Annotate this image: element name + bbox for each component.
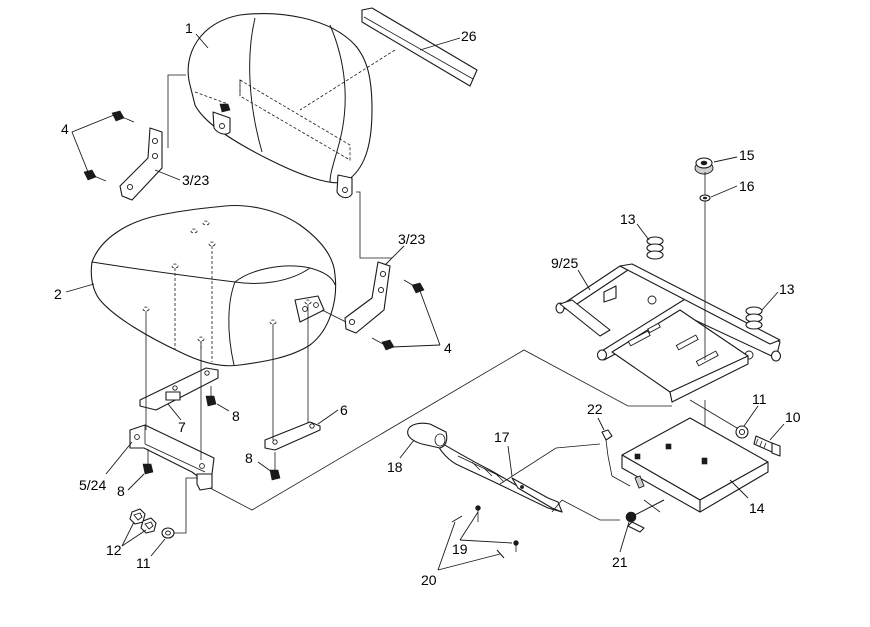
part-17-lever bbox=[435, 439, 563, 513]
part-10-bolt bbox=[753, 435, 781, 457]
part-13-spring-right bbox=[745, 306, 763, 330]
part-18-handle bbox=[407, 422, 448, 449]
part-14-base-plate bbox=[621, 417, 769, 513]
part-5-24-bracket bbox=[129, 424, 215, 491]
part-19-pins bbox=[475, 505, 519, 552]
part-4-bolts-right bbox=[371, 279, 425, 351]
part-20-clips bbox=[451, 515, 505, 559]
callout-22: 22 bbox=[587, 401, 603, 417]
part-2-seat-cushion bbox=[90, 205, 337, 367]
part-21-spring-lock bbox=[625, 475, 665, 533]
part-8-bolt-c bbox=[142, 449, 154, 475]
part-15-knob bbox=[694, 157, 714, 175]
part-8-bolt-b bbox=[269, 452, 281, 481]
part-7-bracket bbox=[139, 367, 219, 411]
callout-10: 10 bbox=[785, 409, 801, 425]
part-16-washer bbox=[699, 194, 711, 202]
part-1-backrest bbox=[187, 13, 373, 199]
callout-8-lower: 8 bbox=[117, 483, 125, 499]
part-9-25-seat-frame bbox=[555, 263, 782, 403]
callout-15: 15 bbox=[739, 147, 755, 163]
callout-21: 21 bbox=[612, 554, 628, 570]
part-3-23-bracket-left bbox=[119, 127, 163, 201]
callout-4-left: 4 bbox=[61, 121, 69, 137]
part-13-spring-left bbox=[646, 236, 664, 260]
callout-13-left: 13 bbox=[620, 211, 636, 227]
part-8-bolt-a bbox=[205, 386, 217, 407]
callout-3-23-left: 3/23 bbox=[182, 172, 209, 188]
callout-5-24: 5/24 bbox=[79, 477, 106, 493]
part-11-washer-left bbox=[161, 527, 175, 539]
callout-8-upper: 8 bbox=[232, 408, 240, 424]
callout-3-23-right: 3/23 bbox=[398, 231, 425, 247]
callout-1: 1 bbox=[185, 20, 193, 36]
callout-9-25: 9/25 bbox=[551, 255, 578, 271]
part-4-bolts-left bbox=[83, 110, 135, 182]
callout-8-middle: 8 bbox=[245, 450, 253, 466]
callout-4-right: 4 bbox=[444, 340, 452, 356]
callout-2: 2 bbox=[54, 286, 62, 302]
part-26-strip bbox=[361, 7, 478, 87]
callout-17: 17 bbox=[494, 429, 510, 445]
part-6-plate bbox=[264, 421, 321, 451]
part-3-23-bracket-right bbox=[344, 261, 391, 334]
part-11-washer-right bbox=[735, 425, 749, 439]
callout-12: 12 bbox=[106, 542, 122, 558]
callout-16: 16 bbox=[739, 178, 755, 194]
callout-13-right: 13 bbox=[779, 281, 795, 297]
callout-19: 19 bbox=[452, 541, 468, 557]
callout-18: 18 bbox=[387, 459, 403, 475]
callout-11-left: 11 bbox=[136, 555, 151, 571]
part-12-nuts bbox=[129, 508, 157, 534]
callout-20: 20 bbox=[421, 572, 437, 588]
callout-7: 7 bbox=[178, 419, 186, 435]
callout-6: 6 bbox=[340, 402, 348, 418]
callout-14: 14 bbox=[749, 500, 765, 516]
callout-11-right: 11 bbox=[752, 391, 767, 407]
callout-26: 26 bbox=[461, 28, 477, 44]
part-22-pin bbox=[601, 429, 631, 487]
